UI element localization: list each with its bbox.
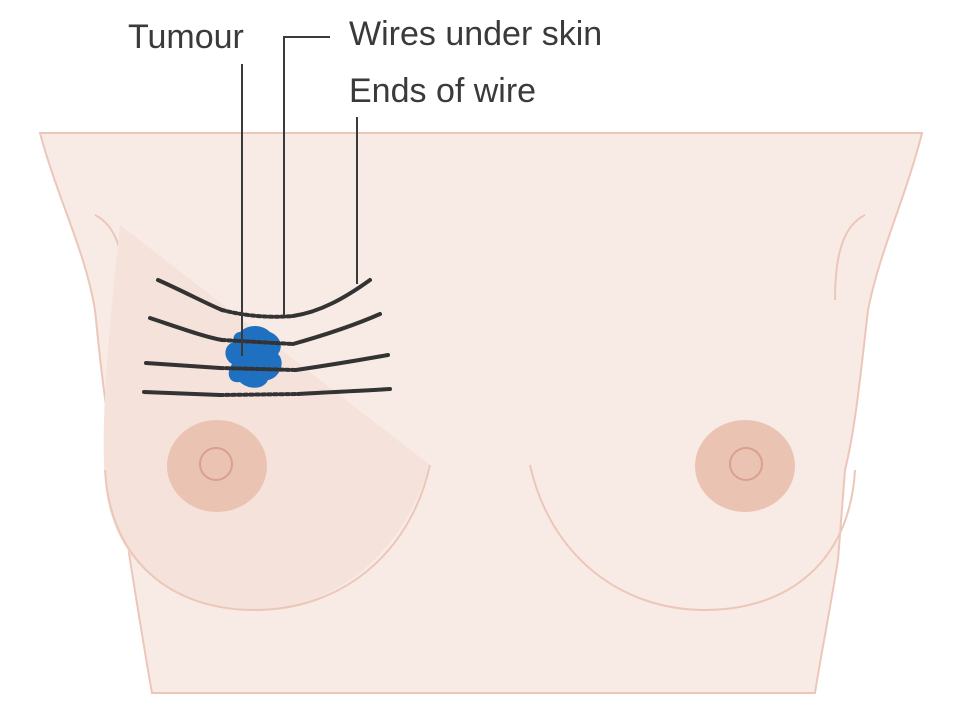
wire-1-right-end bbox=[291, 278, 372, 318]
label-ends-of-wire: Ends of wire bbox=[349, 72, 537, 110]
right-nipple bbox=[729, 447, 763, 481]
left-breast-outline bbox=[104, 464, 431, 612]
wire-3-left-end bbox=[144, 361, 222, 370]
wire-2-right-end bbox=[291, 312, 382, 346]
wire-4-under-skin bbox=[218, 392, 300, 397]
label-tumour: Tumour bbox=[128, 18, 244, 56]
wire-4-left-end bbox=[142, 390, 222, 397]
right-breast-outline bbox=[529, 464, 856, 612]
leader-line-wires-under-skin bbox=[283, 36, 330, 316]
left-breast-shade bbox=[103, 225, 430, 610]
left-nipple bbox=[199, 447, 233, 481]
wire-3-right-end bbox=[294, 353, 390, 372]
label-wires-under-skin: Wires under skin bbox=[349, 15, 603, 53]
wire-2-left-end bbox=[148, 316, 224, 342]
right-armpit-line bbox=[834, 214, 866, 301]
wire-1-under-skin bbox=[220, 308, 295, 319]
wire-1-left-end bbox=[156, 278, 224, 312]
wire-2-under-skin bbox=[220, 338, 295, 346]
wire-4-right-end bbox=[296, 387, 392, 396]
wire-3-under-skin bbox=[218, 366, 298, 372]
